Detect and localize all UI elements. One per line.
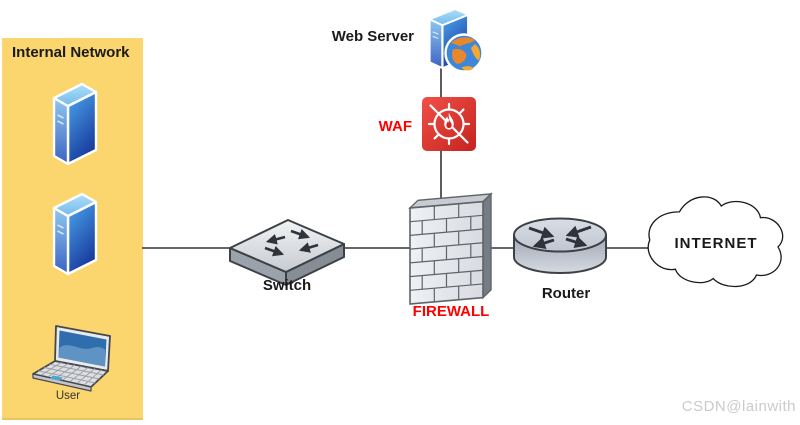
web-server-label: Web Server <box>331 28 414 45</box>
laptop-icon <box>32 325 111 392</box>
watermark: CSDN@lainwith <box>681 398 796 415</box>
router-icon <box>513 217 607 274</box>
user-label: User <box>55 390 81 402</box>
internet-label: INTERNET <box>674 235 758 252</box>
waf-label: WAF <box>378 118 412 135</box>
globe-icon <box>444 33 484 73</box>
firewall-label: FIREWALL <box>412 303 490 320</box>
switch-label: Switch <box>262 277 312 294</box>
server-icon-2 <box>52 192 98 276</box>
router-label: Router <box>541 285 591 302</box>
server-icon-1 <box>52 82 98 166</box>
waf-icon <box>422 97 476 151</box>
internet-cloud-icon <box>648 197 783 287</box>
network-switch-icon <box>229 219 345 286</box>
internal-network-title: Internal Network <box>12 44 130 61</box>
firewall-brick-wall-icon <box>408 192 493 305</box>
